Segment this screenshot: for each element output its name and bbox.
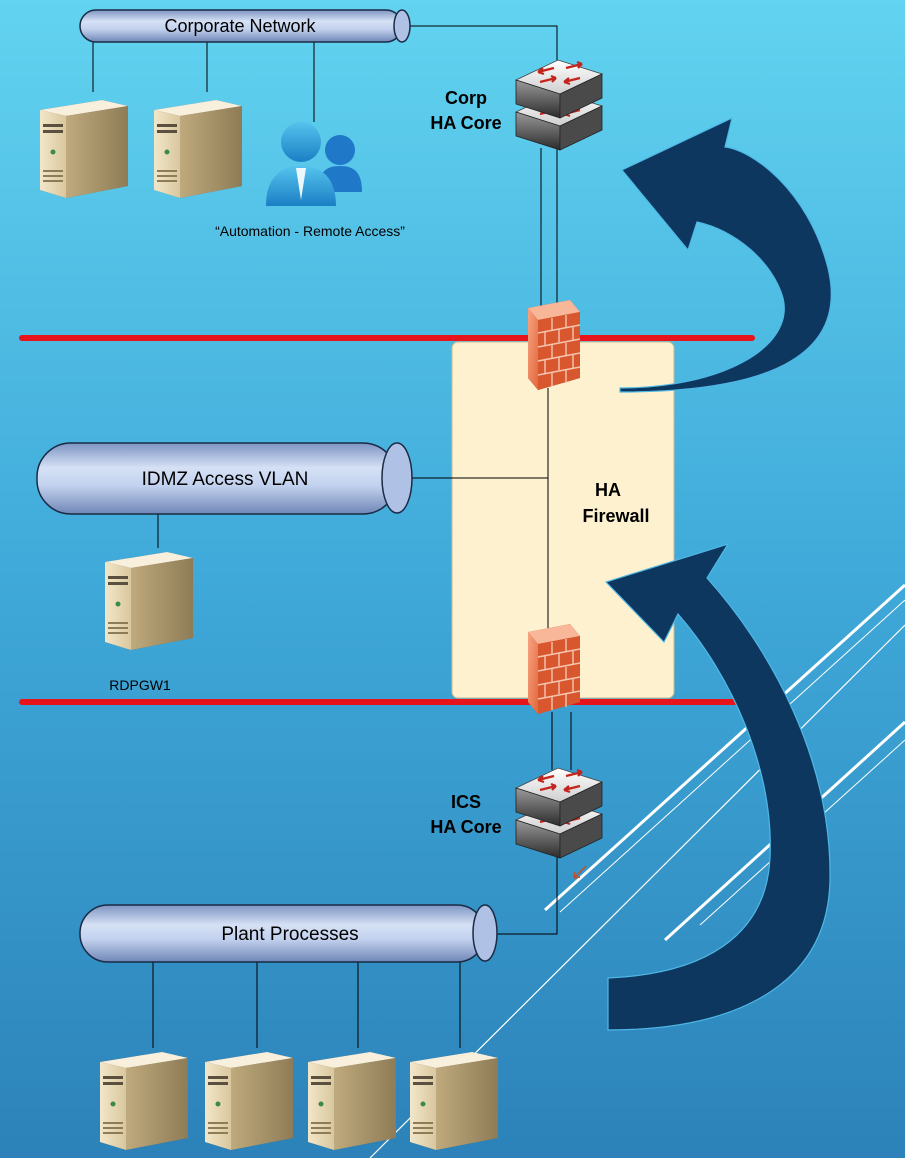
plant-processes-pipe: Plant Processes [79, 904, 498, 963]
firewall-label-line2: Firewall [582, 506, 649, 526]
server-icon [40, 100, 128, 198]
firewall-icon [527, 299, 581, 391]
idmz-access-vlan-pipe: IDMZ Access VLAN [36, 442, 413, 515]
curved-arrow-icon [604, 542, 831, 1031]
corporate-network-pipe: Corporate Network [79, 9, 411, 43]
curved-arrow-icon [619, 116, 832, 393]
server-icon [100, 1052, 188, 1150]
ics-core-label-line1: ICS [451, 792, 481, 812]
rdpgw1-label: RDPGW1 [109, 677, 171, 693]
firewall-label-line1: HA [595, 480, 621, 500]
firewall-icon [527, 623, 581, 715]
connector-arrow-icon [573, 865, 587, 879]
corporate-network-label: Corporate Network [164, 16, 316, 36]
corp-core-label-line2: HA Core [430, 113, 501, 133]
ics-core-label-line2: HA Core [430, 817, 501, 837]
idmz-access-vlan-label: IDMZ Access VLAN [142, 469, 309, 490]
server-icon [205, 1052, 293, 1150]
plant-processes-label: Plant Processes [221, 924, 358, 945]
server-icon [105, 552, 193, 650]
remote-access-label: “Automation - Remote Access” [215, 223, 405, 239]
server-icon [154, 100, 242, 198]
connection-lines [92, 25, 572, 1048]
server-icon [308, 1052, 396, 1150]
users-icon [266, 122, 362, 206]
corp-core-label-line1: Corp [445, 88, 487, 108]
server-icon [410, 1052, 498, 1150]
